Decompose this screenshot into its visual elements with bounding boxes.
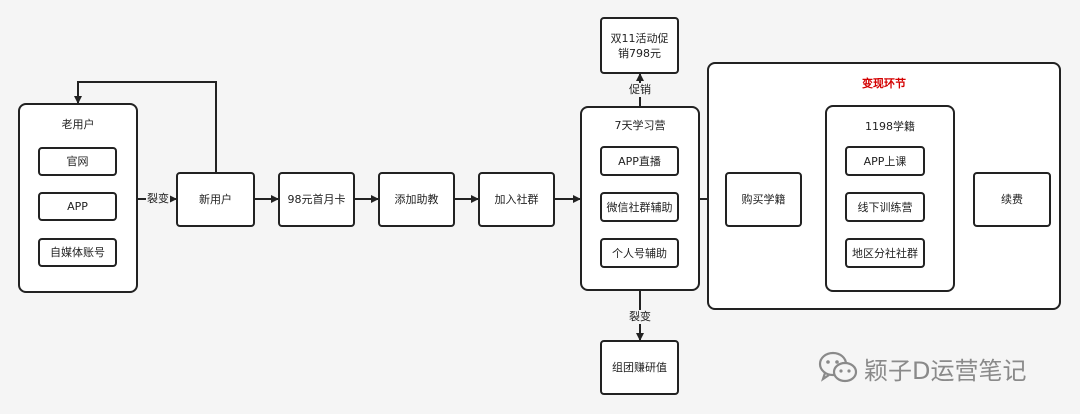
promo-line-2: 销798元 (618, 46, 661, 60)
old-users-title: 老用户 (61, 118, 95, 131)
node-join-group: 加入社群 (478, 172, 555, 227)
xueji-item-offline-camp: 线下训练营 (845, 192, 925, 222)
camp-item-app-live: APP直播 (600, 146, 679, 176)
old-user-item-app: APP (38, 192, 117, 221)
xueji-item-app-class: APP上课 (845, 146, 925, 176)
old-user-item-media: 自媒体账号 (38, 238, 117, 267)
edge-label-promo: 促销 (628, 83, 652, 97)
camp-item-wechat-group: 微信社群辅助 (600, 192, 679, 222)
node-renew: 续费 (973, 172, 1051, 227)
promo-line-1: 双11活动促 (610, 31, 669, 45)
monetize-title: 变现环节 (862, 77, 906, 90)
wechat-icon (818, 351, 858, 383)
xueji-item-regional-group: 地区分社社群 (845, 238, 925, 268)
edge-label-fission-bottom: 裂变 (628, 310, 652, 324)
watermark-text: 颖子D运营笔记 (864, 356, 1027, 385)
camp-item-personal-account: 个人号辅助 (600, 238, 679, 268)
node-buy-books: 购买学籍 (725, 172, 802, 227)
xueji-title: 1198学籍 (865, 120, 915, 133)
camp-title: 7天学习营 (614, 119, 666, 132)
node-double11-promo: 双11活动促 销798元 (600, 17, 679, 74)
arrow-newuser-to-oldusers (74, 81, 217, 172)
node-group-buy: 组团赚研值 (600, 340, 679, 395)
node-new-user: 新用户 (176, 172, 255, 227)
old-user-item-website: 官网 (38, 147, 117, 176)
node-add-assistant: 添加助教 (378, 172, 455, 227)
node-first-month-card: 98元首月卡 (278, 172, 355, 227)
watermark: 颖子D运营笔记 (818, 348, 1026, 388)
edge-label-fission-left: 裂变 (146, 192, 170, 206)
